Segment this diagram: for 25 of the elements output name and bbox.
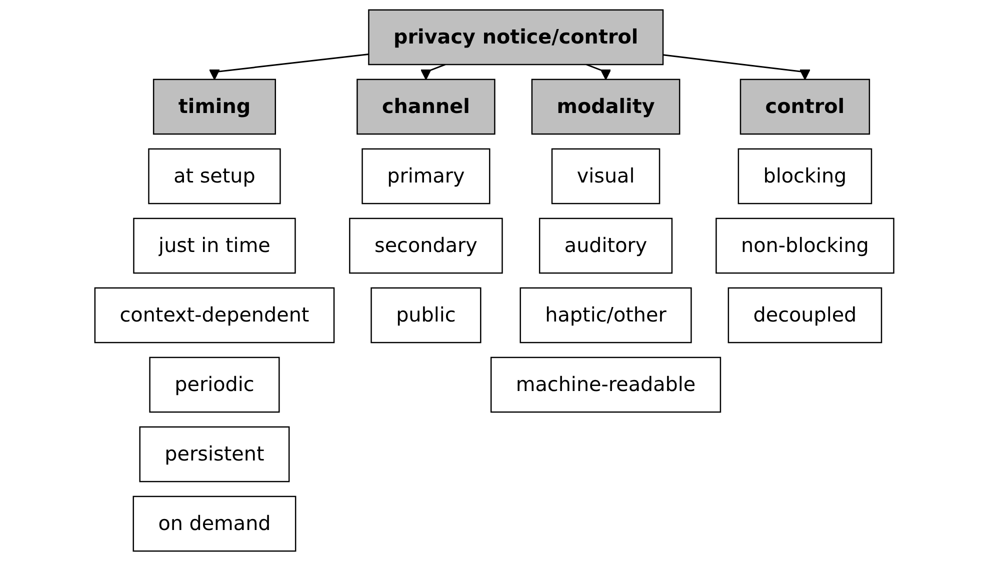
node-box: machine-readable (490, 356, 721, 413)
node-box: public (370, 287, 481, 344)
arrow (420, 64, 446, 80)
arrow (662, 54, 810, 80)
node-box: haptic/other (519, 287, 692, 344)
node-box: auditory (538, 218, 672, 274)
node-box: persistent (138, 426, 290, 482)
node-box: blocking (737, 148, 872, 204)
node-box: context-dependent (94, 287, 334, 344)
node-box: timing (152, 78, 276, 135)
arrow (586, 64, 611, 80)
node-box: control (740, 78, 870, 135)
node-box: visual (551, 148, 660, 204)
node-box: primary (361, 148, 490, 204)
node-box: at setup (148, 148, 280, 204)
node-box: channel (356, 78, 495, 135)
node-box: periodic (148, 356, 280, 413)
node-box: privacy notice/control (368, 9, 664, 66)
node-box: just in time (132, 218, 296, 274)
node-box: decoupled (727, 287, 882, 344)
arrow (208, 53, 368, 80)
node-box: modality (531, 78, 680, 135)
node-box: on demand (132, 496, 296, 552)
node-box: secondary (348, 218, 503, 274)
node-box: non-blocking (715, 218, 894, 274)
